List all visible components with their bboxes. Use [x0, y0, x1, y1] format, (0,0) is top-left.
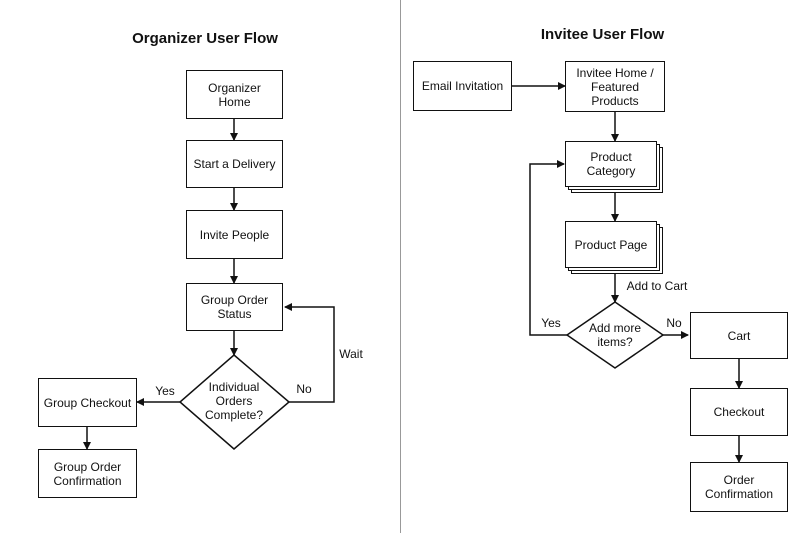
invitee-no-label: No: [666, 316, 682, 330]
group-checkout-box: Group Checkout: [38, 378, 137, 427]
product-page-box: Product Page: [565, 221, 657, 268]
checkout-box: Checkout: [690, 388, 788, 436]
invitee-home-box: Invitee Home / Featured Products: [565, 61, 665, 112]
arrow-decision-yes-loop: [529, 160, 567, 336]
invitee-decision-label: Add more items?: [588, 321, 642, 349]
add-to-cart-label: Add to Cart: [626, 279, 688, 293]
arrow-decision-no-wait: [284, 303, 335, 403]
organizer-wait-label: Wait: [339, 347, 363, 361]
invitee-decision-diamond: [565, 301, 665, 369]
start-delivery-box: Start a Delivery: [186, 140, 283, 188]
organizer-decision-label: Individual Orders Complete?: [204, 380, 264, 422]
organizer-decision-diamond: [178, 354, 291, 450]
cart-box: Cart: [690, 312, 788, 359]
invitee-flow-title: Invitee User Flow: [540, 26, 665, 43]
order-confirmation-box: Order Confirmation: [690, 462, 788, 512]
organizer-yes-label: Yes: [155, 384, 175, 398]
invitee-yes-label: Yes: [541, 316, 561, 330]
organizer-home-box: Organizer Home: [186, 70, 283, 119]
group-order-status-box: Group Order Status: [186, 283, 283, 331]
email-invitation-box: Email Invitation: [413, 61, 512, 111]
organizer-flow-title: Organizer User Flow: [132, 30, 278, 47]
column-divider: [400, 0, 401, 533]
invite-people-box: Invite People: [186, 210, 283, 259]
group-order-confirmation-box: Group Order Confirmation: [38, 449, 137, 498]
product-category-box: Product Category: [565, 141, 657, 187]
organizer-no-label: No: [296, 382, 312, 396]
